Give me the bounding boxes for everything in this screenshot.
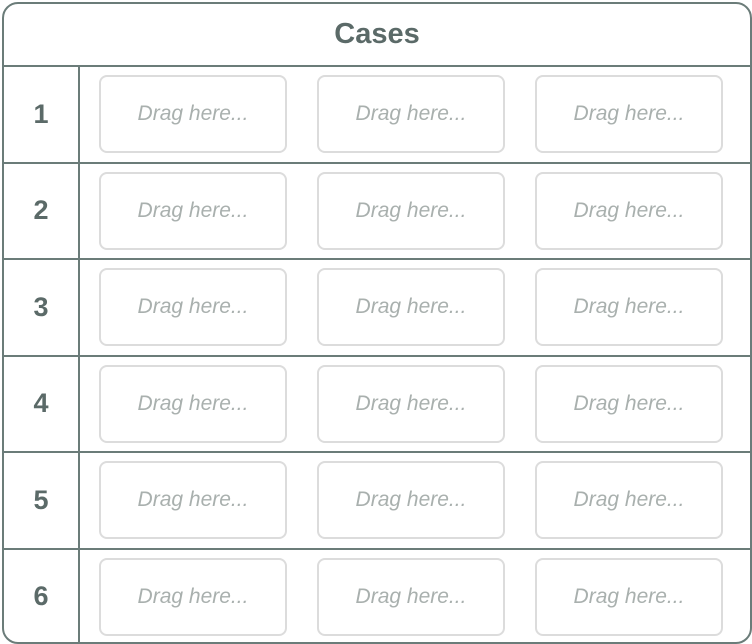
drop-zone[interactable]: Drag here... bbox=[99, 171, 287, 250]
drop-zone-placeholder: Drag here... bbox=[573, 198, 685, 222]
drop-zone-placeholder: Drag here... bbox=[137, 295, 249, 319]
drop-zone[interactable]: Drag here... bbox=[317, 557, 505, 636]
row-number: 2 bbox=[4, 163, 80, 258]
drop-zone-placeholder: Drag here... bbox=[137, 198, 249, 222]
case-rows: 1 Drag here... Drag here... Drag here...… bbox=[4, 67, 750, 643]
row-number: 1 bbox=[4, 67, 80, 162]
drop-zone[interactable]: Drag here... bbox=[317, 171, 505, 250]
cases-title: Cases bbox=[334, 18, 420, 50]
drop-zone-placeholder: Drag here... bbox=[573, 488, 685, 512]
drop-slots: Drag here... Drag here... Drag here... bbox=[80, 67, 723, 162]
case-row-6: 6 Drag here... Drag here... Drag here... bbox=[4, 549, 750, 643]
drop-zone[interactable]: Drag here... bbox=[99, 75, 287, 154]
drop-slots: Drag here... Drag here... Drag here... bbox=[80, 550, 723, 643]
drop-zone[interactable]: Drag here... bbox=[535, 171, 723, 250]
drop-zone-placeholder: Drag here... bbox=[355, 391, 467, 415]
drop-zone-placeholder: Drag here... bbox=[355, 102, 467, 126]
drop-zone[interactable]: Drag here... bbox=[535, 557, 723, 636]
row-number: 6 bbox=[4, 549, 80, 642]
drop-zone-placeholder: Drag here... bbox=[355, 295, 467, 319]
case-row-5: 5 Drag here... Drag here... Drag here... bbox=[4, 453, 750, 550]
drop-zone-placeholder: Drag here... bbox=[573, 391, 685, 415]
drop-zone[interactable]: Drag here... bbox=[99, 557, 287, 636]
drop-slots: Drag here... Drag here... Drag here... bbox=[80, 260, 723, 355]
cases-header: Cases bbox=[4, 4, 750, 67]
drop-zone-placeholder: Drag here... bbox=[137, 488, 249, 512]
drop-zone[interactable]: Drag here... bbox=[317, 461, 505, 540]
drop-zone[interactable]: Drag here... bbox=[317, 364, 505, 443]
drop-slots: Drag here... Drag here... Drag here... bbox=[80, 357, 723, 452]
drop-zone-placeholder: Drag here... bbox=[137, 391, 249, 415]
drop-slots: Drag here... Drag here... Drag here... bbox=[80, 453, 723, 548]
drop-zone[interactable]: Drag here... bbox=[99, 364, 287, 443]
drop-zone-placeholder: Drag here... bbox=[137, 584, 249, 608]
row-number: 4 bbox=[4, 356, 80, 451]
drop-zone[interactable]: Drag here... bbox=[535, 461, 723, 540]
case-row-1: 1 Drag here... Drag here... Drag here... bbox=[4, 67, 750, 164]
case-row-4: 4 Drag here... Drag here... Drag here... bbox=[4, 356, 750, 453]
drop-zone-placeholder: Drag here... bbox=[355, 488, 467, 512]
row-number: 3 bbox=[4, 260, 80, 355]
case-row-2: 2 Drag here... Drag here... Drag here... bbox=[4, 163, 750, 260]
drop-zone[interactable]: Drag here... bbox=[99, 268, 287, 347]
drop-zone-placeholder: Drag here... bbox=[573, 295, 685, 319]
drop-zone[interactable]: Drag here... bbox=[317, 268, 505, 347]
drop-zone[interactable]: Drag here... bbox=[317, 75, 505, 154]
drop-zone-placeholder: Drag here... bbox=[573, 584, 685, 608]
drop-zone-placeholder: Drag here... bbox=[137, 102, 249, 126]
drop-zone-placeholder: Drag here... bbox=[573, 102, 685, 126]
drop-zone[interactable]: Drag here... bbox=[535, 75, 723, 154]
drop-slots: Drag here... Drag here... Drag here... bbox=[80, 164, 723, 259]
case-row-3: 3 Drag here... Drag here... Drag here... bbox=[4, 260, 750, 357]
drop-zone[interactable]: Drag here... bbox=[99, 461, 287, 540]
drop-zone-placeholder: Drag here... bbox=[355, 198, 467, 222]
drop-zone[interactable]: Drag here... bbox=[535, 268, 723, 347]
row-number: 5 bbox=[4, 453, 80, 548]
drop-zone-placeholder: Drag here... bbox=[355, 584, 467, 608]
drop-zone[interactable]: Drag here... bbox=[535, 364, 723, 443]
